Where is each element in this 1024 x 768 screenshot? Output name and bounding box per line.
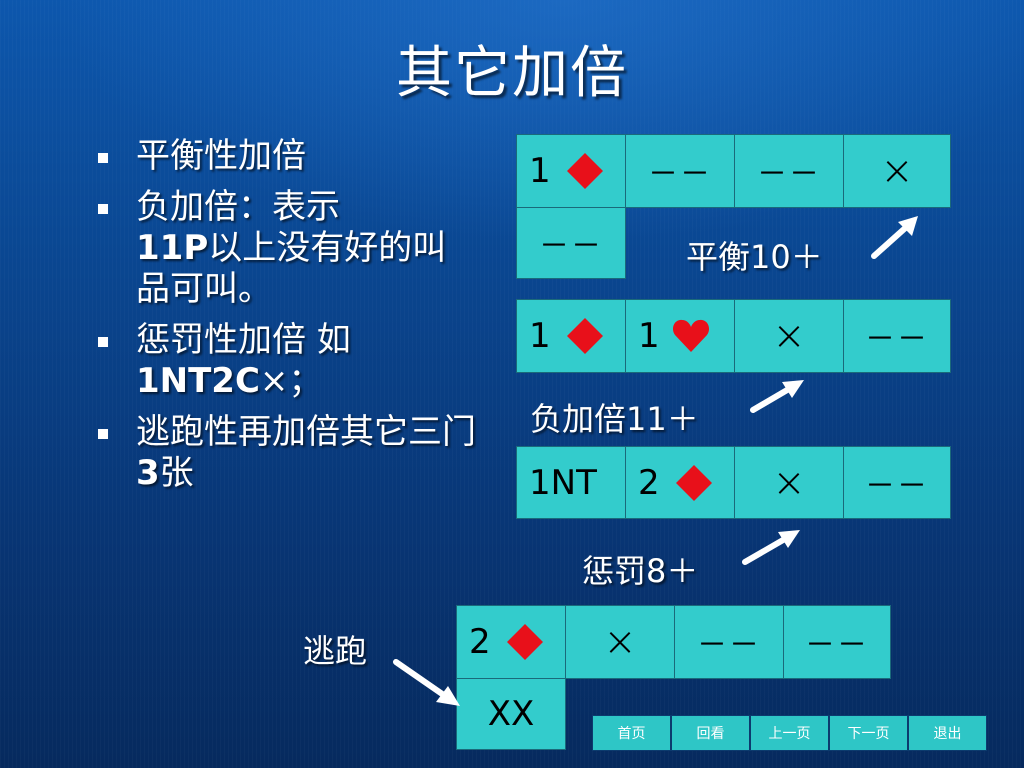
bullet-item: 惩罚性加倍 如 1NT2C×； [96, 320, 476, 402]
bid-cell: 1 [625, 299, 735, 373]
heart-icon [672, 319, 709, 352]
bullet-list: 平衡性加倍 负加倍：表示 11P以上没有好的叫品可叫。 惩罚性加倍 如 1NT2… [96, 136, 476, 504]
bullet-square-icon [98, 153, 108, 163]
bullet-text: ×； [259, 361, 323, 401]
bid-number: 1 [529, 151, 551, 191]
bid-cell: －－ [674, 605, 784, 679]
bullet-text: 惩罚性加倍 如 [136, 320, 351, 360]
table-label-penalty: 惩罚8＋ [582, 552, 699, 590]
bid-number: 1 [638, 316, 660, 356]
nav-exit-button[interactable]: 退出 [908, 715, 987, 751]
bid-cell: 1NT [516, 446, 626, 519]
bullet-item: 负加倍：表示 11P以上没有好的叫品可叫。 [96, 187, 476, 310]
bid-cell: XX [456, 678, 566, 750]
bid-cell: －－ [516, 207, 626, 279]
bid-cell: －－ [625, 134, 735, 208]
table-label-escape: 逃跑 [303, 632, 368, 670]
bid-cell: × [565, 605, 675, 679]
bid-cell: －－ [843, 299, 951, 373]
bid-cell: × [734, 446, 844, 519]
slide-title: 其它加倍 [396, 41, 628, 106]
slide-navigation: 首页 回看 上一页 下一页 退出 [592, 715, 987, 751]
bid-cell: －－ [734, 134, 844, 208]
bullet-text: 以上没有好的叫品可叫。 [136, 228, 447, 309]
diamond-icon [675, 464, 712, 501]
nav-next-button[interactable]: 下一页 [829, 715, 908, 751]
bullet-text-bold: 1NT2C [136, 361, 260, 401]
bid-cell: × [734, 299, 844, 373]
bullet-square-icon [98, 204, 108, 214]
bid-cell: －－ [843, 446, 951, 519]
arrow-icon [750, 380, 804, 413]
nav-back-button[interactable]: 回看 [671, 715, 750, 751]
bid-cell: 1 [516, 299, 626, 373]
bullet-square-icon [98, 337, 108, 347]
bullet-square-icon [98, 429, 108, 439]
arrow-icon [393, 659, 460, 706]
bullet-text: 逃跑性再加倍其它三门 [136, 412, 476, 452]
bullet-text-bold: 11P [136, 228, 209, 268]
table-label-negative: 负加倍11＋ [530, 400, 699, 438]
bullet-item: 逃跑性再加倍其它三门3张 [96, 412, 476, 494]
bullet-item: 平衡性加倍 [96, 136, 476, 177]
bid-cell: 1 [516, 134, 626, 208]
arrow-icon [871, 216, 918, 259]
nav-prev-button[interactable]: 上一页 [750, 715, 829, 751]
bid-number: 2 [469, 622, 491, 662]
bid-cell: －－ [783, 605, 891, 679]
bid-number: 2 [638, 462, 660, 503]
table-label-balance: 平衡10＋ [686, 238, 823, 276]
diamond-icon [566, 153, 603, 189]
bullet-text: 张 [159, 453, 194, 493]
diamond-icon [566, 318, 603, 354]
bullet-text: 平衡性加倍 [136, 136, 306, 176]
diamond-icon [506, 624, 543, 660]
bullet-text-bold: 3 [136, 453, 160, 493]
bid-number: 1 [529, 316, 551, 356]
bid-cell: × [843, 134, 951, 208]
bid-cell: 2 [625, 446, 735, 519]
bid-cell: 2 [456, 605, 566, 679]
nav-home-button[interactable]: 首页 [592, 715, 671, 751]
arrow-icon [742, 530, 800, 565]
bullet-text: 负加倍：表示 [136, 187, 340, 227]
